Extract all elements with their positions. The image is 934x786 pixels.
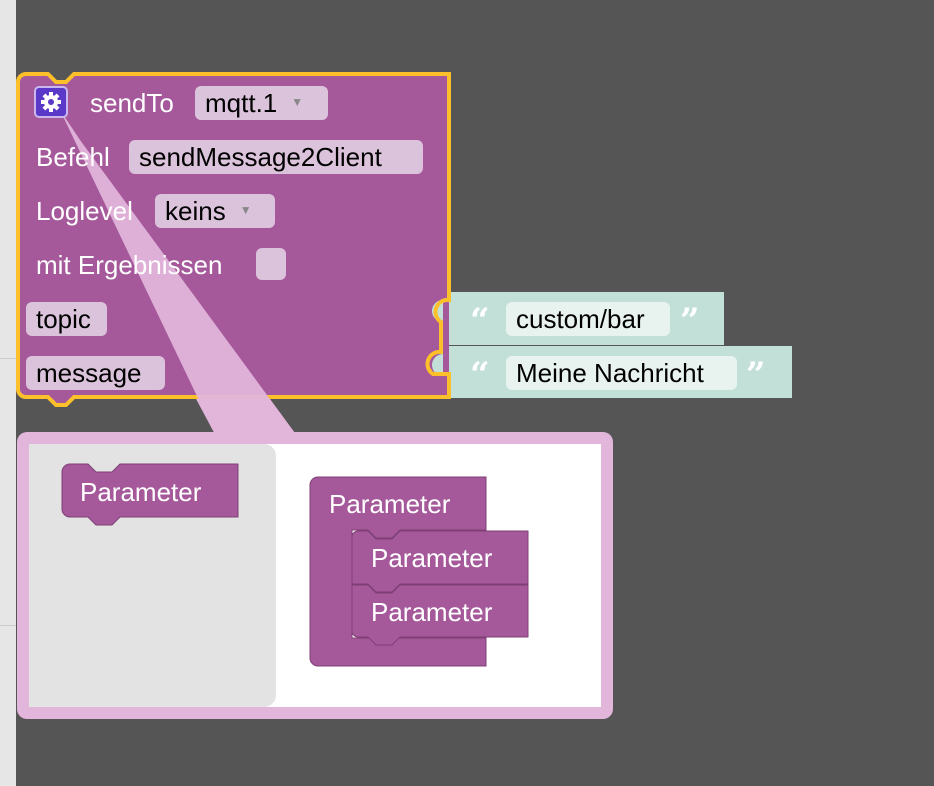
instance-dropdown[interactable]: mqtt.1 ▼ — [195, 86, 328, 120]
loglevel-label: Loglevel — [36, 196, 133, 226]
container-parameter-label: Parameter — [329, 489, 451, 519]
loglevel-value: keins — [165, 196, 226, 226]
close-quote-icon: ” — [746, 355, 766, 395]
topic-label: topic — [26, 302, 107, 336]
block-title: sendTo — [90, 88, 174, 118]
dropdown-arrow-icon: ▼ — [239, 203, 252, 218]
item-parameter-block[interactable] — [351, 584, 529, 646]
instance-value: mqtt.1 — [205, 88, 278, 118]
message-label: message — [26, 356, 165, 390]
item-parameter-label: Parameter — [371, 543, 493, 573]
mutator-gear-button[interactable] — [34, 86, 68, 118]
message-value[interactable]: Meine Nachricht — [506, 356, 737, 390]
container-parameter-block[interactable] — [309, 476, 487, 667]
message-connector — [432, 354, 443, 376]
loglevel-dropdown[interactable]: keins ▼ — [155, 194, 275, 228]
with-results-checkbox[interactable] — [256, 248, 286, 280]
selection-outline — [16, 72, 451, 407]
flyout-parameter-block[interactable] — [61, 463, 239, 526]
item-parameter-block[interactable] — [351, 530, 529, 593]
strip-divider — [0, 625, 16, 626]
command-label: Befehl — [36, 142, 110, 172]
gear-icon — [41, 92, 61, 112]
flyout-parameter-label: Parameter — [80, 477, 202, 507]
topic-value[interactable]: custom/bar — [506, 302, 670, 336]
open-quote-icon: “ — [470, 301, 490, 341]
dropdown-arrow-icon: ▼ — [291, 95, 304, 110]
strip-divider — [0, 358, 16, 359]
close-quote-icon: ” — [680, 301, 700, 341]
workspace-left-strip — [0, 0, 16, 786]
with-results-label: mit Ergebnissen — [36, 250, 223, 280]
item-parameter-label: Parameter — [371, 597, 493, 627]
command-field[interactable]: sendMessage2Client — [129, 140, 423, 174]
open-quote-icon: “ — [470, 355, 490, 395]
